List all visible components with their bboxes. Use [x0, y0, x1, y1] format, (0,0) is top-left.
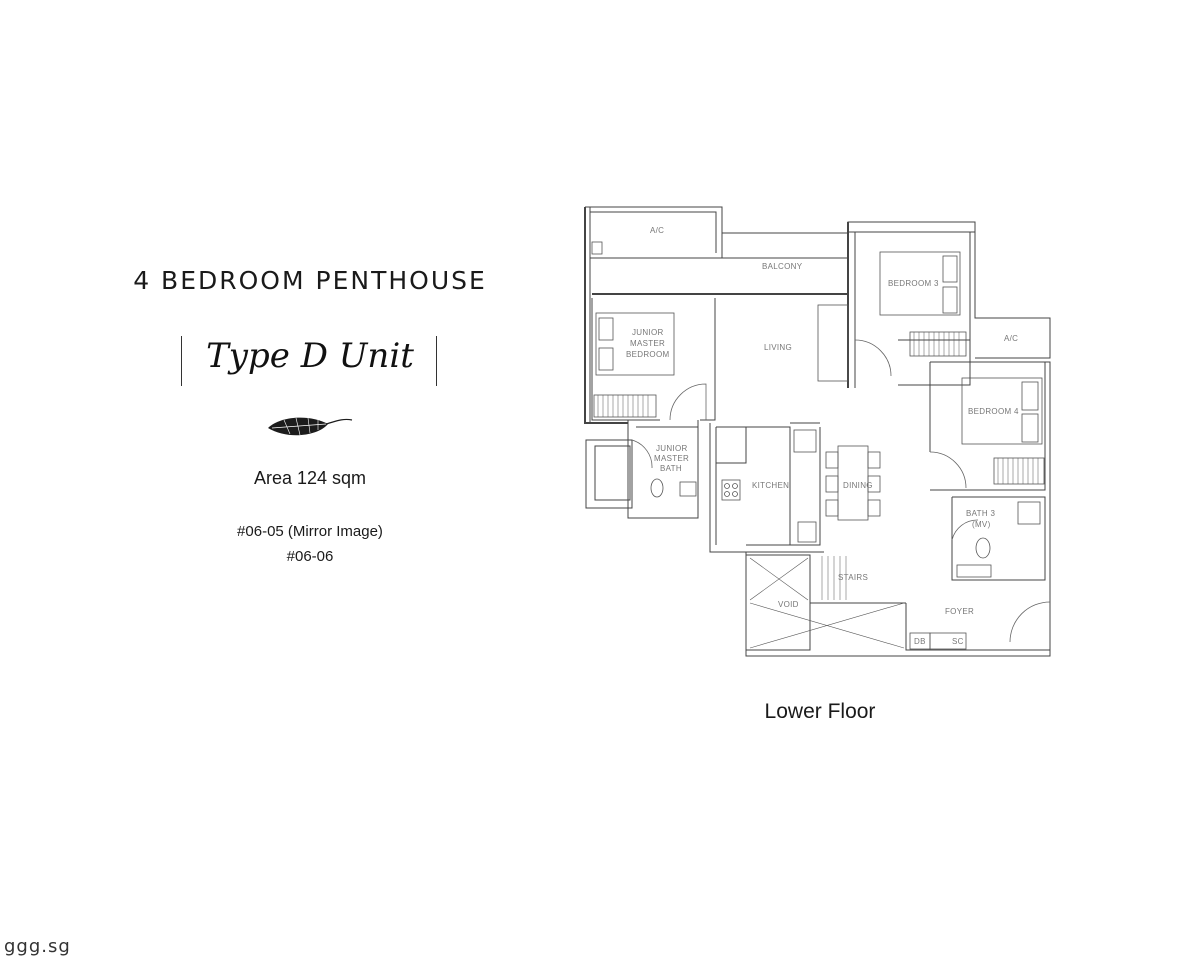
unit-area: Area 124 sqm [253, 468, 367, 488]
label-db: DB [914, 637, 926, 646]
label-sc: SC [952, 637, 964, 646]
label-balcony: BALCONY [762, 262, 803, 271]
unit-title: 4 BEDROOM PENTHOUSE [133, 266, 487, 295]
label-foyer: FOYER [945, 607, 974, 616]
unit-number: #06-06 [286, 548, 334, 565]
label-living: LIVING [764, 343, 792, 352]
label-dining: DINING [843, 481, 873, 490]
floor-caption: Lower Floor [764, 700, 876, 723]
label-void: VOID [778, 600, 799, 609]
leaf-icon [268, 417, 353, 436]
label-bedroom-4: BEDROOM 4 [968, 407, 1019, 416]
unit-type-label: Type D Unit [206, 336, 414, 376]
label-jmb-2: MASTER [630, 339, 665, 348]
label-jmb-1: JUNIOR [632, 328, 664, 337]
label-jmbath-2: MASTER [654, 454, 689, 463]
label-bedroom-3: BEDROOM 3 [888, 279, 939, 288]
unit-number-mirror: #06-05 (Mirror Image) [237, 523, 383, 540]
site-watermark: ggg.sg [4, 936, 71, 957]
label-bath-3-mv: (MV) [972, 520, 991, 529]
label-ac-top: A/C [650, 226, 664, 235]
label-ac-right: A/C [1004, 334, 1018, 343]
label-stairs: STAIRS [838, 573, 868, 582]
label-jmbath-3: BATH [660, 464, 682, 473]
right-divider [436, 336, 437, 386]
left-divider [181, 336, 182, 386]
label-jmbath-1: JUNIOR [656, 444, 688, 453]
label-jmb-3: BEDROOM [626, 350, 669, 359]
label-kitchen: KITCHEN [752, 481, 789, 490]
label-bath-3: BATH 3 [966, 509, 995, 518]
